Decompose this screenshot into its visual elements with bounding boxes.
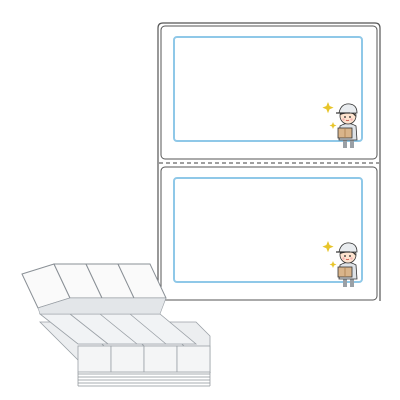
stack-bottom-face [77,345,211,373]
label-top [160,25,378,160]
stack-top-sheet [21,263,167,309]
label-bottom-printable-frame [173,177,363,283]
folded-label-stack-icon [21,263,211,387]
label-sheet [157,22,381,301]
label-top-printable-frame [173,36,363,142]
